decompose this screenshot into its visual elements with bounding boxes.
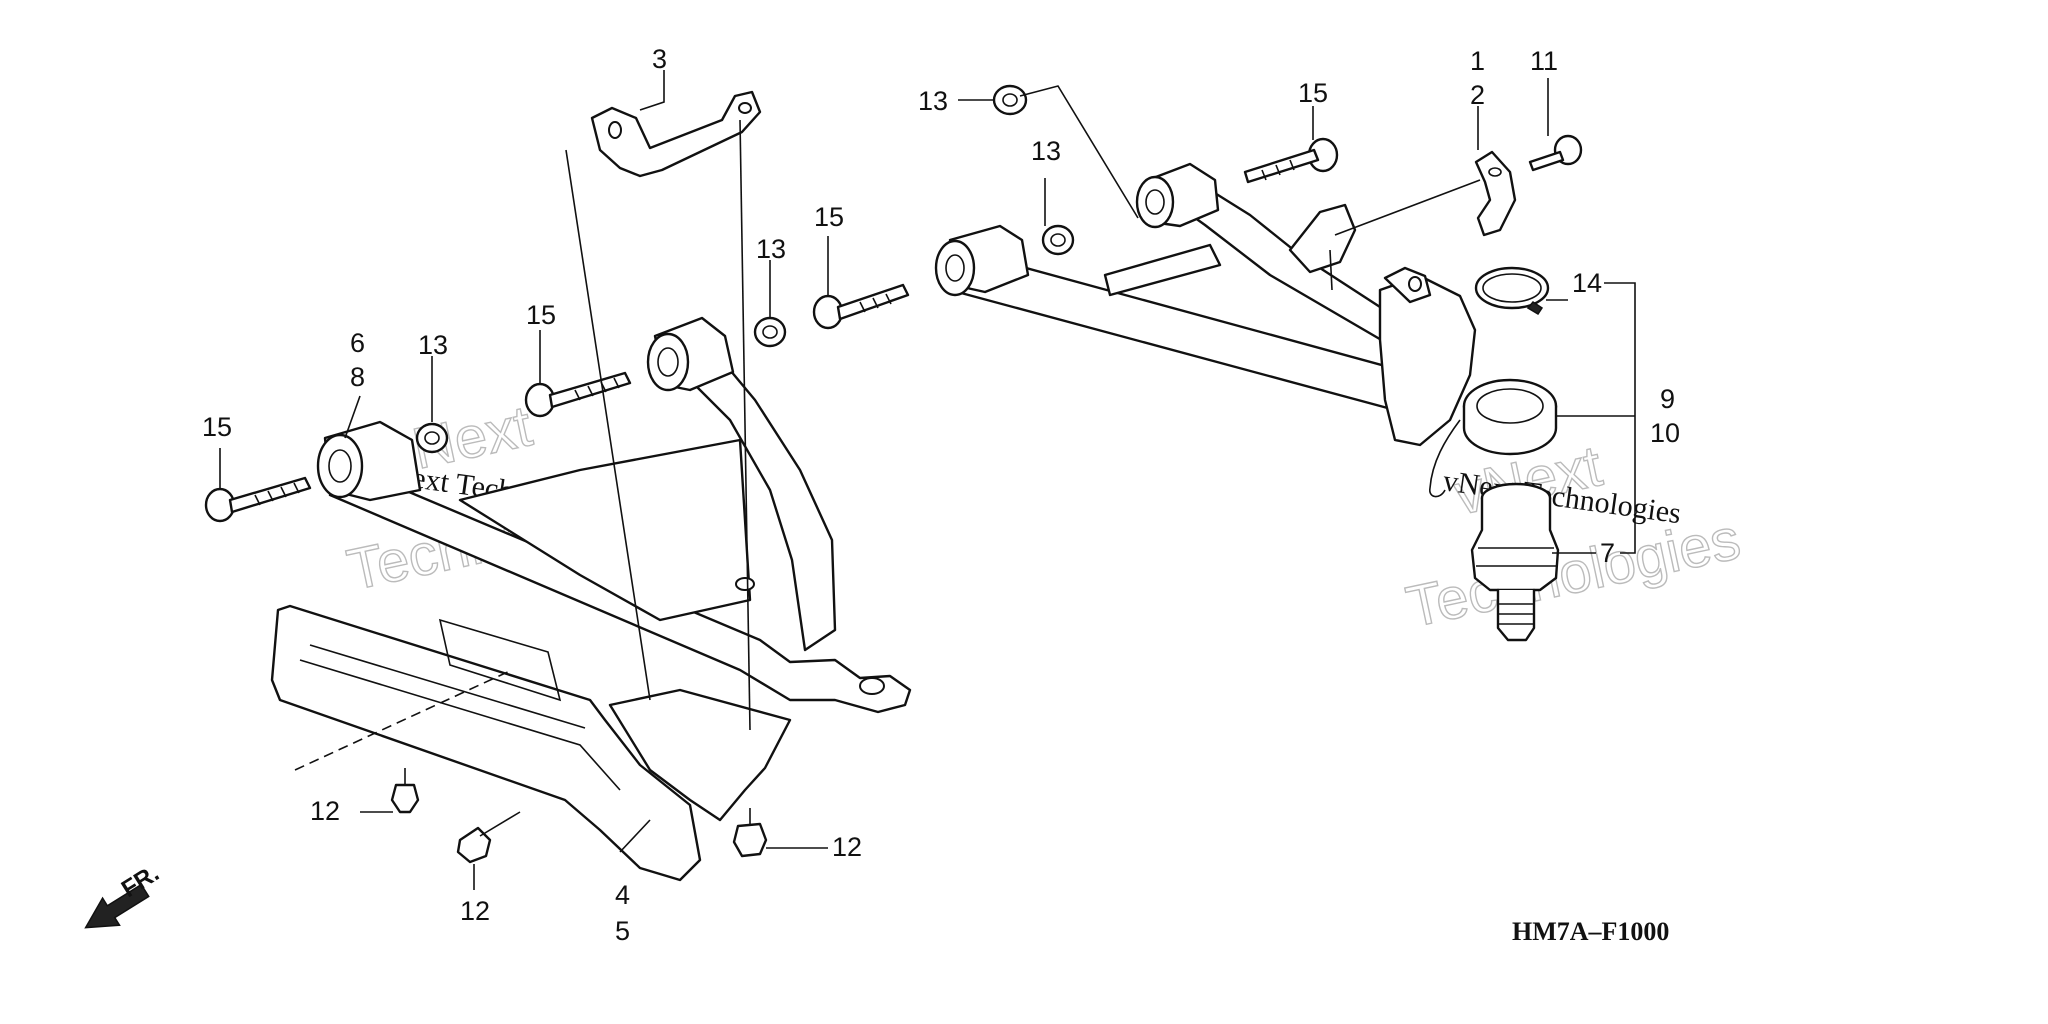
arrow-icon: [84, 883, 150, 929]
callout-9: 9: [1660, 384, 1675, 414]
callout-15-right: 15: [1298, 78, 1328, 108]
callout-8: 8: [350, 362, 365, 392]
screw-12-right: [732, 808, 768, 858]
callout-6: 6: [350, 328, 365, 358]
upper-arm-part: [934, 162, 1558, 498]
callout-13-midleft: 13: [756, 234, 786, 264]
watermark-line2-right: Technologies: [1401, 506, 1746, 640]
callout-10: 10: [1650, 418, 1680, 448]
lower-arm-part: [316, 316, 912, 741]
nut-13-center: [1041, 224, 1075, 256]
clamp-part: [1474, 150, 1517, 237]
bolt-15-left: [204, 476, 312, 523]
watermark-right: vNext Technologies: [1400, 433, 1746, 641]
callout-2: 2: [1470, 80, 1485, 110]
callout-13-leftlow: 13: [418, 330, 448, 360]
arm-guard-part: [270, 604, 792, 882]
callout-14: 14: [1572, 268, 1602, 298]
callout-12-right: 12: [832, 832, 862, 862]
bolt-11: [1528, 134, 1583, 172]
callout-15-midleft: 15: [526, 300, 556, 330]
callout-3: 3: [652, 44, 667, 74]
nut-13-midleft: [753, 316, 787, 348]
callout-1: 1: [1470, 46, 1485, 76]
callout-11: 11: [1530, 46, 1558, 76]
ball-joint-part: [1470, 482, 1560, 642]
callout-4: 4: [615, 880, 630, 910]
bolt-15-midleft: [524, 371, 632, 418]
leader-lines: [219, 70, 1636, 890]
callout-12-lowleft: 12: [460, 896, 490, 926]
callout-5: 5: [615, 916, 630, 946]
callout-15-left: 15: [202, 412, 232, 442]
nut-13-top: [992, 84, 1028, 116]
nut-13-leftlow: [415, 422, 449, 454]
bolt-15-right: [1243, 137, 1339, 184]
bolt-15-center: [812, 283, 910, 330]
front-direction-arrow: FR.: [84, 860, 164, 929]
callout-13-top: 13: [918, 86, 948, 116]
callout-12-left: 12: [310, 796, 340, 826]
screw-12-lowleft: [456, 811, 521, 864]
callout-13-center: 13: [1031, 136, 1061, 166]
callout-7: 7: [1600, 538, 1615, 568]
callout-15-center: 15: [814, 202, 844, 232]
snap-ring-part: [1474, 266, 1550, 316]
screw-12-left: [390, 768, 420, 814]
diagram-code: HM7A–F1000: [1512, 917, 1669, 946]
callout-labels: 3 6 8 15 13 15 13 15 13 13 15 1 2 11 14 …: [202, 44, 1680, 946]
bracket-part: [590, 90, 762, 178]
